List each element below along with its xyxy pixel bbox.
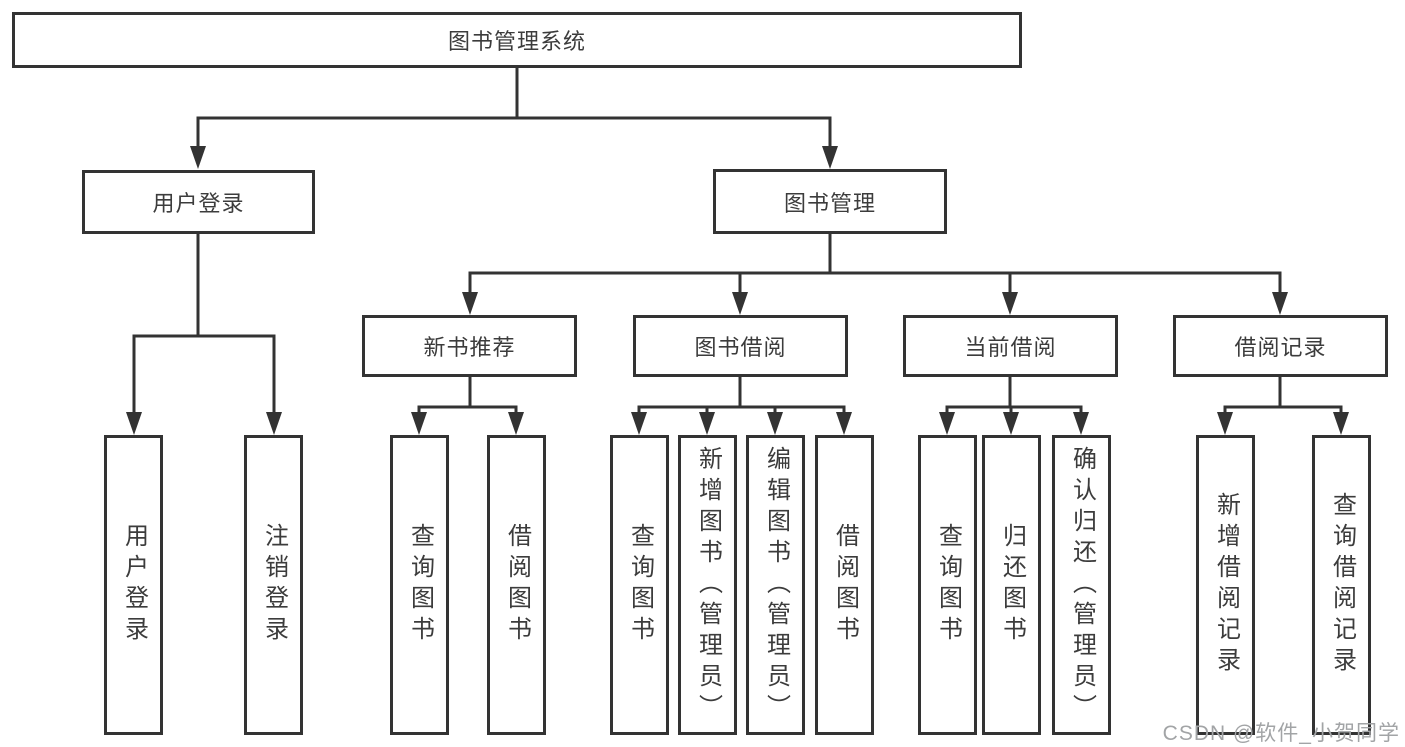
node-current-borrow: 当前借阅 — [903, 315, 1118, 377]
node-label: 图书借阅 — [694, 335, 787, 360]
node-label: 注销登录 — [260, 523, 288, 647]
leaf-recommend-borrow-books: 借阅图书 — [487, 435, 546, 735]
node-label: 借阅记录 — [1234, 335, 1327, 360]
node-book-borrow: 图书借阅 — [633, 315, 848, 377]
node-label: 查询图书 — [626, 523, 654, 647]
node-borrow-records: 借阅记录 — [1173, 315, 1388, 377]
node-label: 编辑图书（管理员） — [762, 445, 790, 725]
leaf-records-add-record: 新增借阅记录 — [1196, 435, 1255, 735]
leaf-borrow-borrow-books: 借阅图书 — [815, 435, 874, 735]
leaf-current-return-books: 归还图书 — [982, 435, 1041, 735]
node-label: 新增图书（管理员） — [694, 445, 722, 725]
node-user-login: 用户登录 — [82, 170, 315, 234]
leaf-current-query-books: 查询图书 — [918, 435, 977, 735]
node-label: 借阅图书 — [831, 523, 859, 647]
leaf-borrow-query-books: 查询图书 — [610, 435, 669, 735]
node-label: 借阅图书 — [503, 523, 531, 647]
node-label: 归还图书 — [998, 523, 1026, 647]
node-label: 查询图书 — [406, 523, 434, 647]
leaf-recommend-query-books: 查询图书 — [390, 435, 449, 735]
leaf-borrow-edit-books-admin: 编辑图书（管理员） — [746, 435, 805, 735]
leaf-user-login: 用户登录 — [104, 435, 163, 735]
node-label: 当前借阅 — [964, 335, 1057, 360]
node-label: 用户登录 — [120, 523, 148, 647]
node-new-book-recommend: 新书推荐 — [362, 315, 577, 377]
node-label: 查询图书 — [934, 523, 962, 647]
node-book-management: 图书管理 — [713, 169, 947, 234]
node-root: 图书管理系统 — [12, 12, 1022, 68]
node-label: 图书管理系统 — [447, 29, 586, 54]
node-label: 用户登录 — [152, 191, 245, 216]
node-label: 查询借阅记录 — [1328, 492, 1356, 678]
node-label: 新增借阅记录 — [1212, 492, 1240, 678]
csdn-watermark: CSDN @软件_小贺同学 — [1162, 722, 1400, 745]
leaf-logout: 注销登录 — [244, 435, 303, 735]
node-label: 图书管理 — [783, 190, 876, 216]
node-label: 确认归还（管理员） — [1068, 445, 1096, 725]
leaf-current-confirm-return-admin: 确认归还（管理员） — [1052, 435, 1111, 735]
leaf-borrow-add-books-admin: 新增图书（管理员） — [678, 435, 737, 735]
leaf-records-query-record: 查询借阅记录 — [1312, 435, 1371, 735]
node-label: 新书推荐 — [423, 335, 516, 360]
